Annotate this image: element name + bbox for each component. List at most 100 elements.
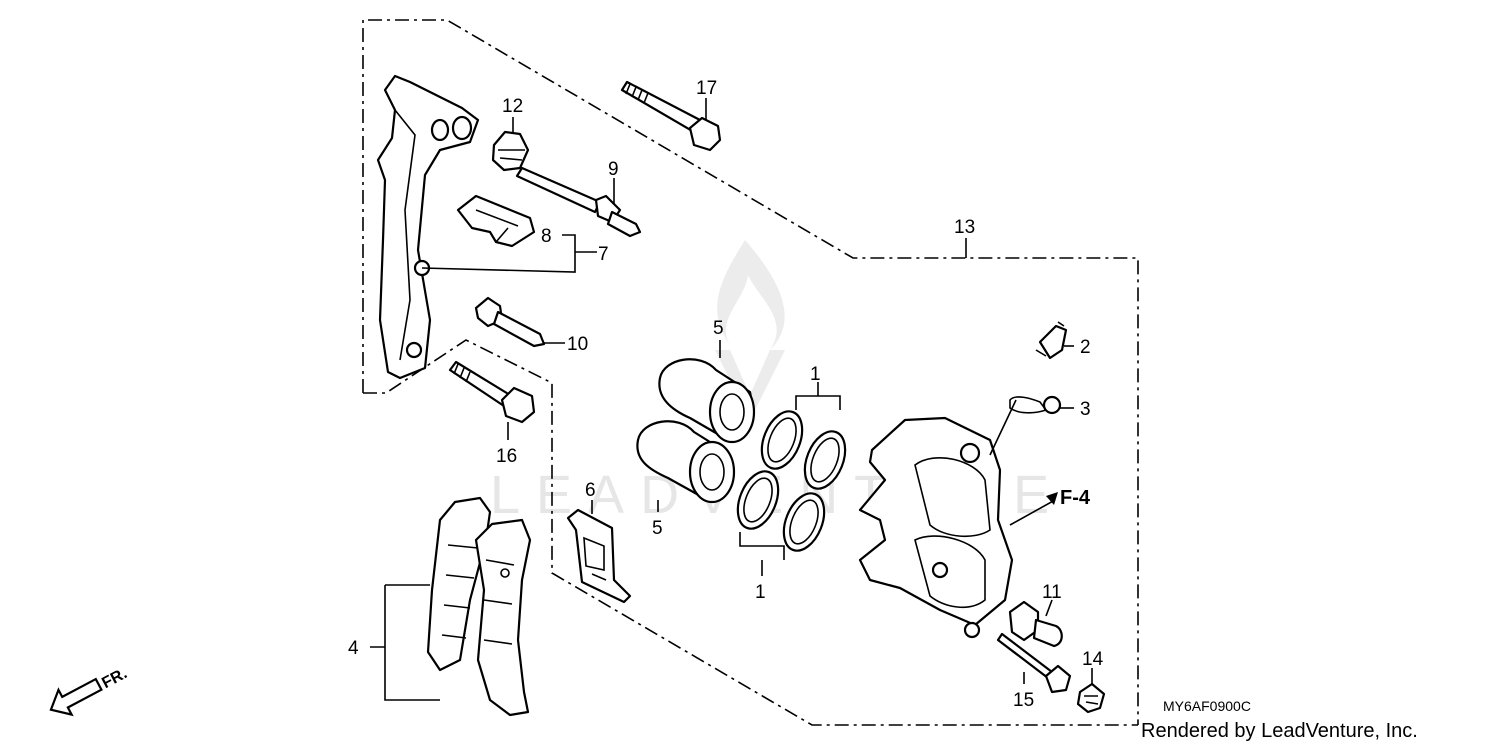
callout-5b: 5	[652, 518, 663, 539]
seal-1a	[760, 410, 804, 470]
seal-1c	[736, 470, 780, 530]
bleeder-valve-2-body	[1038, 324, 1068, 360]
bleeder-cap-3	[1009, 395, 1062, 415]
nut-12-body	[491, 130, 530, 172]
reference-f4-label: F-4	[1060, 487, 1091, 509]
pin-9-tip	[606, 210, 642, 238]
pad-shim-6	[566, 508, 632, 604]
caliper-body	[858, 416, 1014, 639]
pin-10	[474, 296, 546, 348]
bracket-hole-top-2	[430, 118, 450, 142]
callout-4: 4	[348, 638, 359, 659]
leader-1a	[795, 382, 841, 410]
pin-9	[515, 166, 642, 238]
leader-7	[421, 234, 576, 273]
seal-1d-inner	[789, 499, 819, 545]
piston-lower-bore	[699, 453, 725, 491]
callout-3: 3	[1080, 399, 1091, 420]
callout-14: 14	[1082, 649, 1104, 670]
caliper-boss-lower	[931, 561, 949, 579]
bleeder-valve-2	[1035, 321, 1068, 360]
plug-14	[1076, 682, 1106, 714]
caliper-bracket	[376, 74, 480, 380]
caliper-body-cylinder-bottom	[914, 535, 986, 608]
callout-15: 15	[1013, 690, 1034, 711]
leader-1b	[739, 532, 785, 576]
bolt-17	[620, 80, 722, 152]
callout-2: 2	[1080, 337, 1091, 358]
caliper-body-cylinder-top	[914, 457, 991, 538]
pad-shim-6-clip	[591, 573, 607, 581]
bolt-16-thread	[453, 363, 471, 383]
bleeder-cap-3-body	[1042, 395, 1062, 415]
caliper-bracket-body	[376, 74, 480, 380]
callout-numbers: 1 1 2 3 4 5 5 6 7 8 9 10 11 12 13 14 15 …	[348, 78, 1104, 711]
callout-13: 13	[954, 217, 975, 238]
seal-1d	[782, 492, 826, 552]
diagram-code: MY6AF0900C	[1163, 698, 1251, 714]
nut-12-teeth	[498, 149, 525, 161]
bolt-16-shank	[448, 360, 512, 408]
seal-1a-inner	[767, 417, 797, 463]
pin-11-body	[1032, 618, 1063, 648]
leader-lines	[370, 98, 1093, 701]
seal-1b-inner	[810, 437, 840, 483]
pad-shim-6-cutout	[583, 536, 605, 571]
callout-12: 12	[502, 96, 523, 117]
watermark-v-logo	[715, 350, 785, 420]
piston-lower	[636, 420, 736, 504]
front-direction-arrow-icon	[49, 677, 103, 717]
brake-pad-front-hole	[500, 568, 510, 578]
bleeder-cap-3-strap	[1009, 396, 1048, 414]
leader-4	[370, 584, 440, 701]
pin-15-head	[1044, 664, 1072, 694]
callout-17: 17	[696, 78, 717, 99]
callout-10: 10	[567, 334, 588, 355]
caliper-bracket-web	[394, 109, 416, 361]
brake-pad-rear-backing	[426, 496, 492, 672]
bracket-hole-top	[451, 115, 473, 141]
bolt-16-head	[500, 386, 536, 424]
plug-14-body	[1076, 682, 1106, 714]
brake-pad-front-backing	[474, 518, 532, 717]
seal-1c-inner	[743, 477, 773, 523]
pad-spring-8-body	[456, 194, 536, 248]
reference-f4: F-4	[1046, 487, 1091, 509]
caliper-body-outline	[858, 416, 1014, 627]
reference-f4-arrowhead	[1046, 492, 1058, 505]
bracket-hole-bottom	[405, 341, 423, 359]
bolt-17-shank	[620, 80, 702, 134]
callout-5a: 5	[713, 318, 724, 339]
pin-10-body	[492, 310, 546, 348]
piston-seals	[736, 410, 847, 552]
assembly-outline-lower	[363, 339, 1138, 726]
pin-15	[996, 632, 1072, 694]
piston-lower-face	[688, 440, 736, 504]
pin-11	[1008, 600, 1063, 648]
callout-1a: 1	[810, 364, 821, 385]
callout-6: 6	[585, 480, 596, 501]
callout-9: 9	[608, 159, 619, 180]
pad-spring-8	[456, 194, 536, 248]
callout-1b: 1	[755, 582, 766, 603]
leader-caliper-link	[989, 399, 1056, 526]
pad-spring-8-fold	[475, 209, 519, 243]
bolt-17-thread	[625, 83, 649, 104]
pad-shim-6-body	[566, 508, 632, 604]
assembly-outline-upper	[362, 19, 1139, 725]
caliper-boss-bottom	[963, 621, 981, 639]
callout-7: 7	[598, 244, 609, 265]
callout-16: 16	[496, 446, 517, 467]
watermark-flame-logo	[717, 240, 785, 350]
callout-8: 8	[541, 226, 552, 247]
callout-11: 11	[1042, 582, 1062, 603]
plug-14-hex	[1084, 695, 1099, 705]
piston-upper-face	[708, 380, 756, 444]
piston-upper	[658, 358, 756, 444]
render-credit: Rendered by LeadVenture, Inc.	[1141, 720, 1418, 742]
brake-pad-front-friction	[483, 559, 515, 645]
nut-12	[491, 130, 530, 172]
bolt-16	[448, 360, 536, 424]
seal-1b	[803, 430, 847, 490]
